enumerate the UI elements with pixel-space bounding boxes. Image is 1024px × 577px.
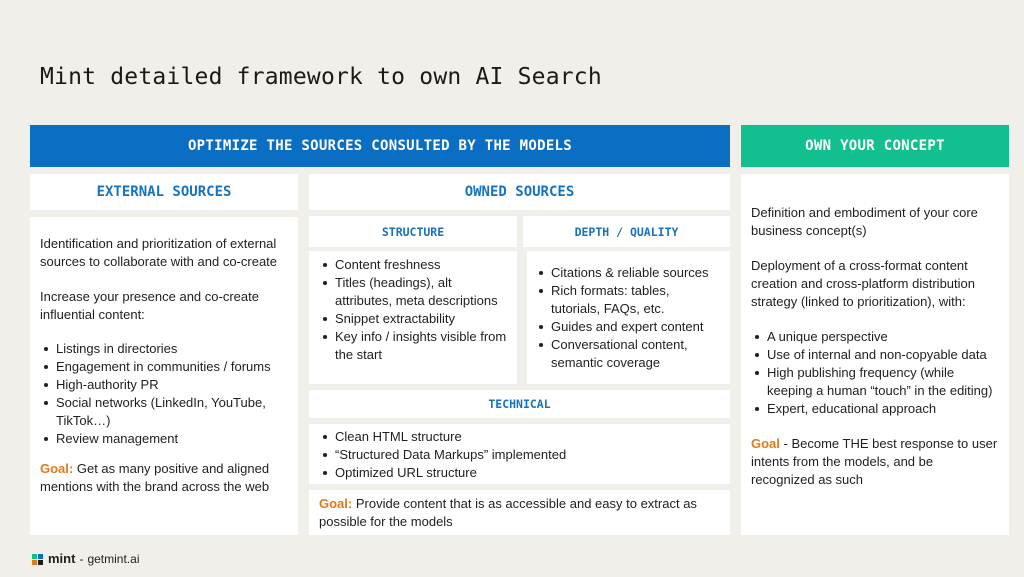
mint-logo-icon bbox=[32, 553, 43, 565]
list-item: Clean HTML structure bbox=[319, 428, 722, 446]
list-item: Review management bbox=[40, 430, 288, 448]
technical-card: Clean HTML structure “Structured Data Ma… bbox=[309, 424, 730, 484]
list-item: Citations & reliable sources bbox=[535, 264, 722, 282]
depth-quality-list: Citations & reliable sources Rich format… bbox=[535, 264, 722, 372]
concept-goal: Goal - Become THE best response to user … bbox=[751, 435, 999, 489]
technical-header: TECHNICAL bbox=[309, 390, 730, 418]
structure-card: Content freshness Titles (headings), alt… bbox=[309, 251, 517, 384]
list-item: Conversational content, semantic coverag… bbox=[535, 336, 722, 372]
optimize-banner: OPTIMIZE THE SOURCES CONSULTED BY THE MO… bbox=[30, 125, 730, 167]
structure-list: Content freshness Titles (headings), alt… bbox=[319, 256, 509, 364]
footer-separator: - bbox=[79, 551, 84, 566]
list-item: Social networks (LinkedIn, YouTube, TikT… bbox=[40, 394, 288, 430]
list-item: Guides and expert content bbox=[535, 318, 722, 336]
external-sources-card: Identification and prioritization of ext… bbox=[30, 217, 298, 535]
list-item: Use of internal and non-copyable data bbox=[751, 346, 999, 364]
external-goal: Goal: Get as many positive and aligned m… bbox=[40, 460, 288, 496]
list-item: Engagement in communities / forums bbox=[40, 358, 288, 376]
page-title: Mint detailed framework to own AI Search bbox=[40, 64, 602, 90]
goal-label: Goal: bbox=[40, 461, 74, 476]
technical-list: Clean HTML structure “Structured Data Ma… bbox=[319, 428, 722, 482]
footer-site: getmint.ai bbox=[87, 551, 140, 566]
list-item: High-authority PR bbox=[40, 376, 288, 394]
goal-text: Get as many positive and aligned mention… bbox=[40, 461, 270, 494]
brand-name: mint bbox=[48, 551, 76, 566]
goal-text: Provide content that is as accessible an… bbox=[319, 496, 697, 529]
external-sources-header: EXTERNAL SOURCES bbox=[30, 174, 298, 210]
depth-quality-header: DEPTH / QUALITY bbox=[523, 216, 730, 247]
list-item: Expert, educational approach bbox=[751, 400, 999, 418]
list-item: Rich formats: tables, tutorials, FAQs, e… bbox=[535, 282, 722, 318]
external-list: Listings in directories Engagement in co… bbox=[40, 340, 288, 448]
list-item: A unique perspective bbox=[751, 328, 999, 346]
owned-sources-header: OWNED SOURCES bbox=[309, 174, 730, 210]
footer: mint - getmint.ai bbox=[32, 551, 139, 566]
list-item: Listings in directories bbox=[40, 340, 288, 358]
list-item: Content freshness bbox=[319, 256, 509, 274]
list-item: Titles (headings), alt attributes, meta … bbox=[319, 274, 509, 310]
goal-label: Goal bbox=[751, 436, 780, 451]
list-item: Optimized URL structure bbox=[319, 464, 722, 482]
concept-list: A unique perspective Use of internal and… bbox=[751, 328, 999, 418]
list-item: Snippet extractability bbox=[319, 310, 509, 328]
list-item: “Structured Data Markups” implemented bbox=[319, 446, 722, 464]
external-intro: Identification and prioritization of ext… bbox=[40, 236, 278, 269]
concept-definition: Definition and embodiment of your core b… bbox=[751, 205, 978, 238]
depth-quality-card: Citations & reliable sources Rich format… bbox=[527, 251, 730, 384]
structure-header: STRUCTURE bbox=[309, 216, 517, 247]
goal-label: Goal: bbox=[319, 496, 353, 511]
goal-text: - Become THE best response to user inten… bbox=[751, 436, 998, 487]
owned-goal-card: Goal: Provide content that is as accessi… bbox=[309, 490, 730, 535]
external-presence: Increase your presence and co-create inf… bbox=[40, 289, 259, 322]
own-concept-banner: OWN YOUR CONCEPT bbox=[741, 125, 1009, 167]
concept-deployment: Deployment of a cross-format content cre… bbox=[751, 258, 975, 309]
list-item: High publishing frequency (while keeping… bbox=[751, 364, 999, 400]
list-item: Key info / insights visible from the sta… bbox=[319, 328, 509, 364]
own-concept-card: Definition and embodiment of your core b… bbox=[741, 174, 1009, 535]
